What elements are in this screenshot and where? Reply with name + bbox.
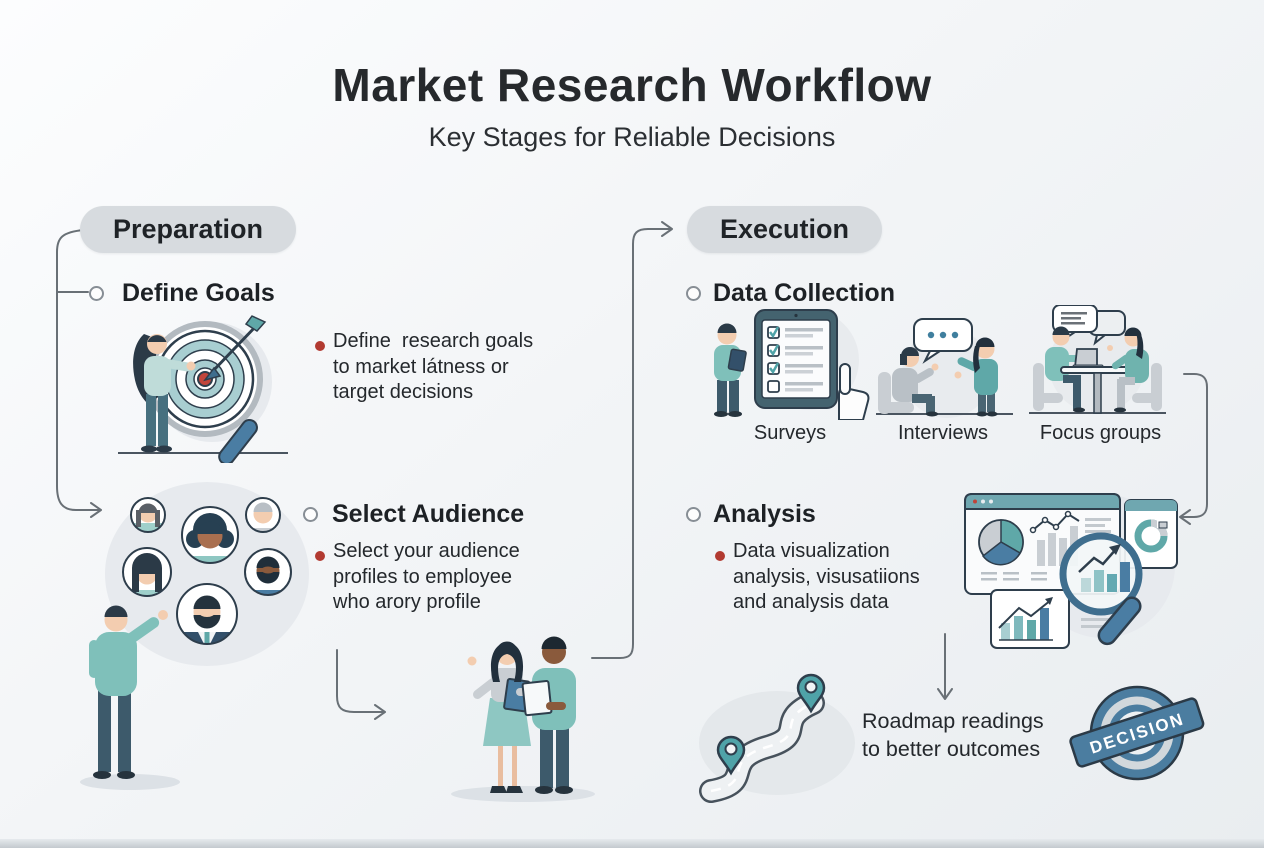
- arrow-to-couple: [374, 704, 386, 720]
- donut-card: [1124, 499, 1178, 569]
- survey-tablet-icon: [754, 309, 838, 409]
- decision-stamp: DECISION: [1069, 685, 1205, 781]
- define-goals-note: Define research goals to market látness …: [333, 330, 534, 403]
- pie-chart-icon: [978, 519, 1024, 566]
- analysis-note: Data visualization analysis, visusatiion…: [733, 540, 920, 613]
- avatar: [245, 497, 281, 533]
- map-pin-start-icon: [716, 735, 746, 776]
- page-title: Market Research Workflow: [332, 59, 932, 111]
- avatar: [176, 583, 238, 645]
- roadmap-illustration: [699, 673, 855, 803]
- page-bottom-edge: [0, 839, 1264, 848]
- woman-figure: [467, 641, 531, 793]
- participant-right-figure: [1107, 327, 1162, 413]
- paper-sheet: [521, 680, 553, 717]
- analysis-illustration: [964, 493, 1178, 649]
- avatar: [181, 506, 239, 564]
- surveys-illustration: [714, 309, 870, 420]
- define-goals-note-dot: [315, 341, 325, 351]
- couple-illustration: [451, 636, 595, 802]
- avatar: [130, 497, 166, 533]
- magnifier-icon: [1059, 532, 1143, 646]
- arrow-to-audience: [90, 502, 102, 518]
- select-audience-bullet-icon: [303, 507, 318, 522]
- execution-stage-pill: Execution: [687, 206, 883, 253]
- analysis-note-dot: [715, 551, 725, 561]
- pointing-man-figure: [89, 605, 168, 779]
- define-goals-heading: Define Goals: [122, 279, 275, 307]
- interviews-label: Interviews: [897, 422, 989, 444]
- interviews-illustration: [876, 318, 1013, 418]
- focus-groups-illustration: [1029, 305, 1166, 414]
- arrow-to-analysis-card: [1179, 509, 1191, 525]
- focus-groups-label: Focus groups: [1039, 422, 1162, 444]
- connector-audience-to-couple: [336, 649, 384, 713]
- checklist-rows: [767, 326, 823, 393]
- speech-bubbles-icon: [1052, 305, 1126, 346]
- data-collection-heading: Data Collection: [713, 279, 895, 307]
- select-audience-note: Select your audience profiles to employe…: [333, 540, 520, 613]
- page-subtitle: Key Stages for Reliable Decisions: [428, 122, 836, 152]
- speech-bubble-icon: [913, 318, 973, 364]
- connector-focus-to-analysis: [1181, 373, 1208, 518]
- avatar: [244, 548, 292, 596]
- dart-arrow-icon: [203, 315, 267, 382]
- connector-couple-to-execution: [591, 228, 671, 659]
- surveyor-figure: [714, 323, 747, 417]
- arrow-to-execution: [661, 221, 673, 237]
- data-collection-bullet-icon: [686, 286, 701, 301]
- interviewee-figure: [878, 347, 939, 417]
- define-goals-bullet-icon: [89, 286, 104, 301]
- connector-preparation-chain: [56, 229, 100, 511]
- roadmap-caption: Roadmap readings to better outcomes: [862, 709, 1044, 761]
- man-figure: [532, 636, 576, 794]
- select-audience-note-dot: [315, 551, 325, 561]
- pointing-hand-icon: [838, 363, 870, 420]
- preparation-stage-pill: Preparation: [80, 206, 297, 253]
- interviewer-figure: [954, 337, 998, 417]
- man-hand: [546, 702, 566, 710]
- analysis-bullet-icon: [686, 507, 701, 522]
- arrow-to-roadmap: [937, 688, 953, 700]
- map-pin-end-icon: [796, 673, 826, 714]
- avatar: [122, 547, 172, 597]
- magnifier-handle-icon: [218, 418, 258, 463]
- define-goals-illustration: [118, 315, 288, 463]
- select-audience-heading: Select Audience: [332, 500, 525, 528]
- select-audience-illustration: [80, 482, 309, 790]
- bar-card: [990, 589, 1070, 649]
- woman-figure: [133, 334, 196, 453]
- winding-road: [699, 691, 825, 803]
- surveys-label: Surveys: [753, 422, 827, 444]
- analysis-heading: Analysis: [713, 500, 816, 528]
